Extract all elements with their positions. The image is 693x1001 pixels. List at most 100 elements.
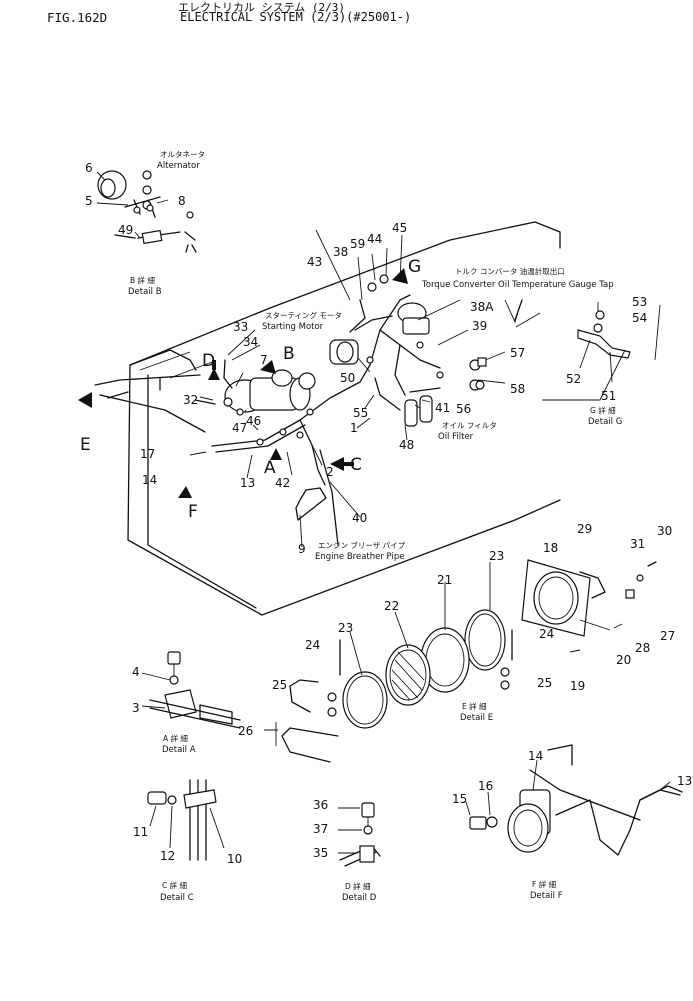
part-number-p6: 6	[85, 161, 93, 175]
part-number-p42: 42	[275, 476, 290, 490]
caption-detail-f: Detail F	[530, 891, 563, 901]
part-number-p8: 8	[178, 194, 186, 208]
part-number-p1: 1	[350, 421, 358, 435]
part-number-p55: 55	[353, 406, 368, 420]
part-number-p15: 15	[452, 792, 467, 806]
detail-f	[465, 744, 683, 856]
part-number-p13b: 13	[677, 774, 692, 788]
part-number-p23b: 23	[338, 621, 353, 635]
view-letter-e: E	[80, 435, 91, 455]
caption-detail-g-jp: G 詳 細	[590, 405, 616, 415]
part-number-p38a: 38A	[470, 300, 494, 314]
view-arrows	[78, 268, 408, 498]
part-number-p40: 40	[352, 511, 367, 525]
part-number-p32: 32	[183, 393, 198, 407]
part-number-p45: 45	[392, 221, 407, 235]
part-number-p10: 10	[227, 852, 242, 866]
part-number-p50: 50	[340, 371, 355, 385]
detail-e-lamp	[264, 559, 657, 763]
caption-detail-e-jp: E 詳 細	[462, 701, 487, 711]
caption-detail-c: Detail C	[160, 893, 194, 903]
part-number-p44: 44	[367, 232, 382, 246]
figure-number: FIG.162D	[47, 10, 108, 25]
part-number-p26: 26	[238, 724, 253, 738]
part-number-labels: 1 2 3 4 5 6 7 8 9 10 11 12 13 13 14 14 1…	[85, 161, 692, 866]
part-number-p30: 30	[657, 524, 672, 538]
part-number-p39: 39	[472, 319, 487, 333]
caption-breather: Engine Breather Pipe	[315, 552, 404, 562]
part-number-p33: 33	[233, 320, 248, 334]
caption-starting-motor-jp: スターティング モータ	[265, 310, 342, 320]
caption-detail-b-jp: B 詳 細	[130, 275, 155, 285]
caption-breather-jp: エンジン ブリーザ パイプ	[318, 540, 406, 550]
part-number-p16: 16	[478, 779, 493, 793]
part-number-p36: 36	[313, 798, 328, 812]
part-number-p4: 4	[132, 665, 140, 679]
caption-detail-e: Detail E	[460, 713, 493, 723]
captions: オルタネータ Alternator B 詳 細 Detail B スターティング…	[128, 150, 622, 903]
part-number-p23: 23	[489, 549, 504, 563]
part-number-p31: 31	[630, 537, 645, 551]
caption-alternator: Alternator	[157, 161, 200, 171]
part-number-p48: 48	[399, 438, 414, 452]
part-number-p3: 3	[132, 701, 140, 715]
part-number-p34: 34	[243, 335, 258, 349]
part-number-p9: 9	[298, 542, 306, 556]
detail-d	[338, 802, 381, 867]
title-japanese: エレクトリカル システム (2/3)	[178, 1, 346, 14]
caption-detail-d: Detail D	[342, 893, 377, 903]
caption-detail-c-jp: C 詳 細	[162, 880, 187, 890]
caption-oil-filter-jp: オイル フィルタ	[442, 421, 497, 430]
part-number-p52: 52	[566, 372, 581, 386]
part-number-p28: 28	[635, 641, 650, 655]
part-number-p49: 49	[118, 223, 133, 237]
view-letter-g: G	[408, 257, 421, 277]
part-number-p51: 51	[601, 389, 616, 403]
view-letters: A B C D E F G	[80, 257, 421, 522]
part-number-p56: 56	[456, 402, 471, 416]
part-number-p13: 13	[240, 476, 255, 490]
part-number-p18: 18	[543, 541, 558, 555]
part-number-p46: 46	[246, 414, 261, 428]
caption-detail-g: Detail G	[588, 417, 622, 427]
view-letter-d: D	[202, 351, 215, 371]
part-number-p41: 41	[435, 401, 450, 415]
view-letter-c: C	[350, 455, 362, 475]
caption-detail-a: Detail A	[162, 745, 196, 755]
part-number-p20: 20	[616, 653, 631, 667]
caption-detail-d-jp: D 詳 細	[345, 881, 371, 891]
detail-g	[475, 299, 661, 401]
caption-torque-gauge: Torque Converter Oil Temperature Gauge T…	[421, 280, 614, 290]
caption-starting-motor: Starting Motor	[262, 322, 324, 332]
leader-lines	[189, 229, 541, 548]
part-number-p7: 7	[260, 353, 268, 367]
detail-c	[147, 779, 225, 861]
part-number-p24b: 24	[305, 638, 320, 652]
part-number-p12: 12	[160, 849, 175, 863]
caption-detail-a-jp: A 詳 細	[163, 733, 188, 743]
part-number-p27: 27	[660, 629, 675, 643]
part-number-p35: 35	[313, 846, 328, 860]
part-number-p5: 5	[85, 194, 93, 208]
part-number-p24: 24	[539, 627, 554, 641]
part-number-p11: 11	[133, 825, 148, 839]
part-number-p2: 2	[326, 465, 334, 479]
part-number-p19: 19	[570, 679, 585, 693]
caption-oil-filter: Oil Filter	[438, 432, 474, 442]
caption-detail-b: Detail B	[128, 287, 162, 297]
view-letter-f: F	[188, 502, 198, 522]
part-number-p14b: 14	[528, 749, 543, 763]
detail-a	[141, 651, 241, 729]
starting-motor-assembly	[99, 274, 481, 546]
part-number-p59: 59	[350, 237, 365, 251]
title-english: ELECTRICAL SYSTEM (2/3)(#25001-)	[180, 10, 412, 24]
part-number-p47: 47	[232, 421, 247, 435]
part-number-p17: 17	[140, 447, 155, 461]
part-number-p57: 57	[510, 346, 525, 360]
part-number-p37: 37	[313, 822, 328, 836]
caption-alternator-jp: オルタネータ	[160, 150, 205, 159]
part-number-p53: 53	[632, 295, 647, 309]
part-number-p54: 54	[632, 311, 647, 325]
part-number-p43: 43	[307, 255, 322, 269]
